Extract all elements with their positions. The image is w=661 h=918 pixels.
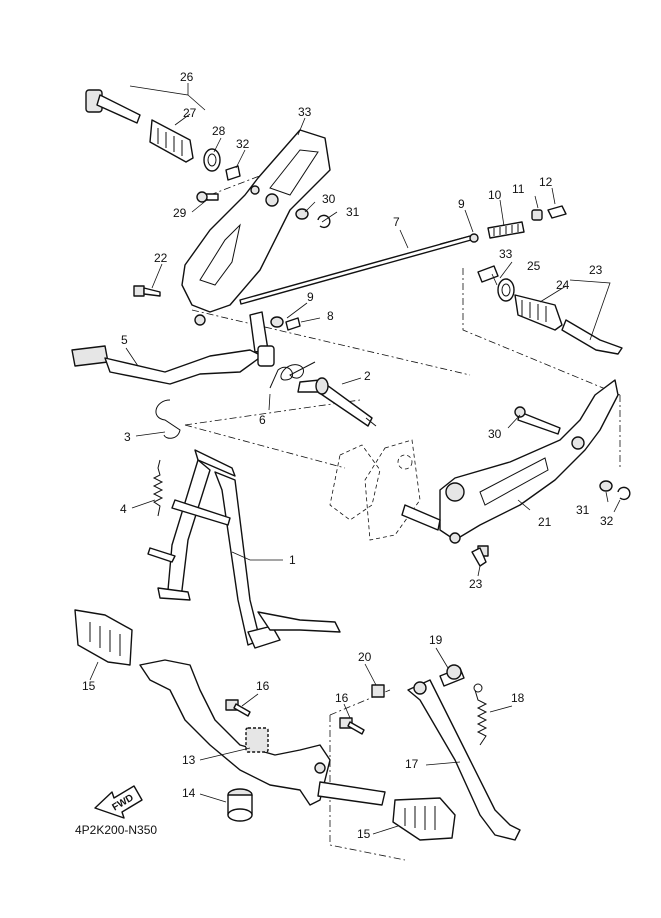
side-stand-spring (473, 683, 488, 746)
callout-23a: 22 (154, 251, 168, 265)
callout-32a: 31 (346, 205, 360, 219)
brake-rod (239, 235, 472, 305)
callout-30a: 29 (173, 206, 187, 220)
brake-pedal (71, 311, 275, 385)
washer-clip-left (295, 208, 331, 229)
bolt-23-left (133, 285, 161, 297)
callout-3: 3 (124, 430, 131, 444)
washer-clip-right (599, 480, 631, 501)
callout-19: 19 (429, 633, 443, 647)
callout-16b: 16 (335, 691, 349, 705)
callout-23b: 23 (469, 577, 483, 591)
callout-31a: 30 (322, 192, 336, 206)
leader-lines (89, 83, 621, 835)
callout-2: 2 (364, 369, 371, 383)
callout-15b: 15 (357, 827, 371, 841)
callout-4: 4 (120, 502, 127, 516)
passenger-footrest-right (477, 265, 623, 355)
footboard-left (74, 609, 133, 666)
passenger-footrest-left (85, 89, 194, 163)
return-spring (269, 361, 316, 389)
callout-15a: 15 (82, 679, 96, 693)
callout-28: 27 (183, 106, 197, 120)
rod-hardware-right (469, 205, 567, 243)
callout-25: 24 (556, 278, 570, 292)
callout-20: 20 (358, 650, 372, 664)
callout-22: 33 (298, 105, 312, 119)
callout-17: 17 (405, 757, 419, 771)
footrest-bracket-right (401, 379, 619, 544)
callout-16a: 16 (256, 679, 270, 693)
main-stand-shaft (297, 377, 377, 427)
fwd-arrow-icon: FWD (94, 785, 143, 819)
callout-6: 6 (259, 413, 266, 427)
rubber-mount (227, 788, 253, 822)
callout-7: 7 (393, 215, 400, 229)
side-stand (407, 679, 521, 841)
callout-5: 5 (121, 333, 128, 347)
bolts-16 (225, 699, 365, 735)
callout-11: 11 (512, 182, 525, 196)
main-stand (147, 449, 341, 649)
callout-27: 26 (180, 70, 194, 84)
callout-24: 23 (589, 263, 603, 277)
bolt-23-right (471, 545, 489, 567)
bolt-19-nut-20 (371, 664, 465, 698)
callout-12: 12 (539, 175, 553, 189)
callout-9a: 9 (307, 290, 314, 304)
washer-pin-mid (270, 316, 301, 331)
callout-10: 10 (488, 188, 502, 202)
callout-9b: 9 (458, 197, 465, 211)
footboard-frame (139, 659, 386, 806)
frame-outline (329, 439, 421, 541)
callout-18: 18 (511, 691, 525, 705)
small-parts-upper-left (196, 148, 241, 203)
footrest-bracket-left (181, 129, 331, 326)
callout-29: 28 (212, 124, 226, 138)
callout-31b: 31 (576, 503, 590, 517)
callout-14: 14 (182, 786, 196, 800)
callout-13: 13 (182, 753, 196, 767)
footboard-right (392, 797, 456, 841)
stand-springs (152, 399, 181, 517)
callout-30b: 30 (488, 427, 502, 441)
callout-labels: 1 2 3 4 5 6 7 8 9 9 10 11 12 13 14 15 15… (82, 70, 614, 841)
callout-33b: 33 (499, 247, 513, 261)
callout-26: 25 (527, 259, 541, 273)
callout-33a: 32 (236, 137, 250, 151)
assembly-dashed-lines (184, 174, 621, 861)
callout-8: 8 (327, 309, 334, 323)
callout-32b: 32 (600, 514, 614, 528)
callout-21: 21 (538, 515, 552, 529)
diagram-code: 4P2K200-N350 (75, 823, 157, 837)
callout-1: 1 (289, 553, 296, 567)
